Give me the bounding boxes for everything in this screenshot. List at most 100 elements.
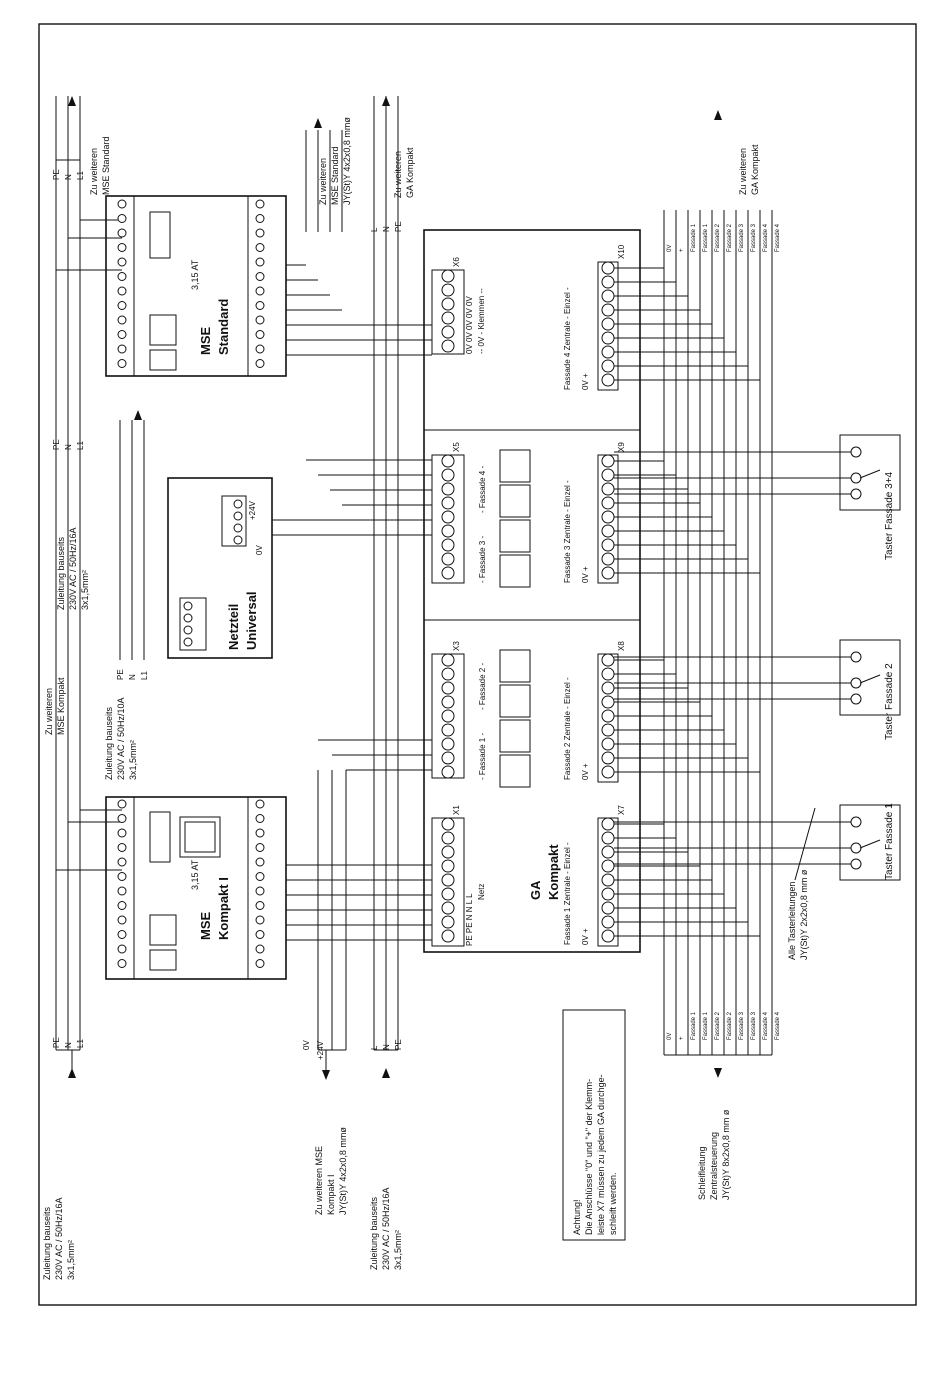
supply-kompakt-line3: 3x1,5mm² — [66, 1240, 76, 1280]
bus-label-top: 0V — [667, 245, 673, 252]
schleif-2: Zentralsteuerung — [709, 1132, 719, 1200]
to-ga-right-1: Zu weiteren — [738, 148, 748, 195]
terminal-screw-icon — [255, 886, 265, 896]
terminal-screw-icon — [601, 566, 615, 580]
bus-label-top: Fassade 4 — [775, 223, 781, 252]
terminal-screw-icon — [117, 843, 127, 852]
terminal-screw-icon — [601, 681, 615, 695]
schleif-1: Schleifleitung — [697, 1146, 707, 1200]
terminal-screw-icon — [117, 872, 127, 881]
terminal-screw-icon — [601, 887, 615, 901]
alle-taster-2: JY(St)Y 2x2x0,8 mm ø — [799, 869, 809, 960]
bus-label-bottom: Fassade 4 — [763, 1011, 769, 1040]
terminal-screw-icon — [441, 667, 455, 681]
terminal-screw-icon — [601, 454, 615, 468]
terminal-screw-icon — [117, 930, 127, 939]
terminal-screw-icon — [441, 709, 455, 723]
supply-standard-line2: 230V AC / 50Hz/16A — [68, 527, 78, 610]
terminal-screw-icon — [117, 944, 127, 954]
terminal-screw-icon — [255, 199, 265, 209]
term-x9: X9 — [617, 442, 626, 452]
ov-plus-4: 0V + — [581, 373, 590, 390]
arrow-up-icon — [382, 96, 390, 106]
terminal-screw-icon — [601, 510, 615, 524]
netzteil-title-1: Netzteil — [226, 604, 241, 650]
terminal-screw-icon — [441, 454, 455, 468]
label-n-top: N — [64, 174, 73, 180]
arrow-up-icon — [714, 110, 722, 120]
terminal-screw-icon — [601, 359, 615, 373]
label-l1-top: L1 — [76, 171, 85, 180]
terminal-screw-icon — [255, 315, 265, 325]
terminal-screw-icon — [441, 524, 455, 538]
terminal-screw-icon — [255, 344, 265, 354]
terminal-screw-icon — [117, 359, 127, 368]
terminal-screw-icon — [441, 269, 455, 283]
fuse-icon — [149, 211, 171, 259]
x6-labels-1: 0V 0V 0V 0V 0V — [465, 296, 474, 354]
terminal-circles — [117, 199, 615, 968]
to-mse-standard-cable-3: JY(St)Y 4x2x0,8 mmø — [342, 117, 352, 205]
to-mse-standard-1: Zu weiteren — [89, 148, 99, 195]
bus-label-bottom: Fassade 4 — [775, 1011, 781, 1040]
terminal-screw-icon — [255, 228, 265, 238]
bus-label-bottom: + — [679, 1036, 685, 1040]
terminal-screw-icon — [117, 301, 127, 310]
terminal-screw-icon — [441, 681, 455, 695]
terminal-screw-icon — [601, 653, 615, 667]
terminal-screw-icon — [601, 261, 615, 275]
terminal-screw-icon — [117, 257, 127, 267]
terminal-screw-icon — [601, 859, 615, 873]
supply-ga-line2: 230V AC / 50Hz/16A — [381, 1187, 391, 1270]
terminal-screw-icon — [255, 814, 265, 823]
terminal-screw-icon — [441, 929, 455, 943]
terminal-screw-icon — [117, 214, 127, 223]
bus-0v: 0V — [302, 1040, 311, 1050]
schleif-3: JY(St)Y 8x2x0,8 mm ø — [721, 1109, 731, 1200]
terminal-screw-icon — [255, 243, 265, 252]
bus-label-top: Fassade 2 — [715, 223, 721, 252]
netzteil-plus24: +24V — [248, 500, 257, 520]
terminal-screw-icon — [117, 228, 127, 238]
netzteil-l1: L1 — [140, 671, 149, 680]
terminal-screw-icon — [117, 814, 127, 823]
terminal-screw-icon — [255, 359, 265, 368]
supply-ga-line1: Zuleitung bauseits — [369, 1196, 379, 1270]
x3-group-1: - Fassade 1 - — [478, 733, 487, 780]
supply-standard-line3: 3x1,5mm² — [80, 570, 90, 610]
terminal-screw-icon — [441, 496, 455, 510]
mse-kompakt-terminals — [133, 797, 249, 979]
terminal-screw-icon — [601, 751, 615, 765]
label-n-mid: N — [64, 444, 73, 450]
ga-supply-lines — [373, 96, 399, 1078]
terminal-screw-icon — [441, 510, 455, 524]
terminal-screw-icon — [441, 723, 455, 737]
mse-kompakt-title-2: Kompakt I — [216, 877, 231, 940]
terminal-screw-icon — [441, 325, 455, 339]
terminal-screw-icon — [441, 859, 455, 873]
terminal-screw-icon — [601, 845, 615, 859]
term-x10: X10 — [617, 244, 626, 259]
ga-top-l: L — [370, 227, 379, 232]
zentrale-4: Fassade 4 Zentrale - Einzel - — [563, 287, 572, 390]
to-ga-top-2: GA Kompakt — [405, 147, 415, 198]
terminal-screw-icon — [255, 257, 265, 267]
label-pe-mid: PE — [52, 439, 61, 450]
terminal-screw-icon — [255, 915, 265, 925]
terminal-screw-icon — [117, 286, 127, 296]
terminal-screw-icon — [441, 468, 455, 482]
mse-standard-group: MSE Standard 3,15 AT — [56, 96, 287, 377]
x3-group-2: - Fassade 2 - — [478, 663, 487, 710]
terminal-screw-icon — [601, 317, 615, 331]
terminal-screw-icon — [601, 538, 615, 552]
mse-standard-cable — [305, 118, 343, 232]
terminal-screw-icon — [255, 843, 265, 852]
supply-ga-line3: 3x1,5mm² — [393, 1230, 403, 1270]
bus-label-bottom: Fassade 3 — [751, 1011, 757, 1040]
switch-label-2: Taster Fassade 2 — [884, 663, 895, 740]
netzteil-group: Netzteil Universal +24V 0V — [119, 410, 273, 660]
supply-kompakt-line1: Zuleitung bauseits — [42, 1206, 52, 1280]
bus-label-top: Fassade 3 — [751, 223, 757, 252]
